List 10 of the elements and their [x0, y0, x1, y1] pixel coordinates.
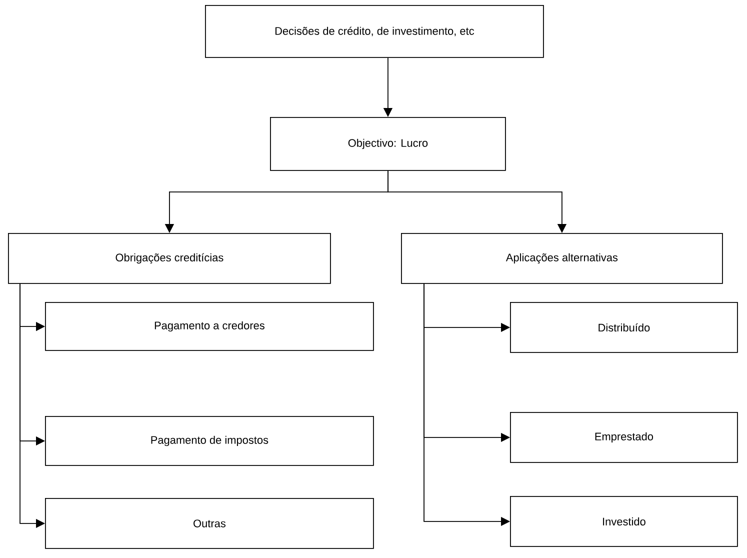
process-box: Distribuído — [510, 302, 738, 353]
process-box: Aplicações alternativas — [401, 233, 723, 284]
process-box: Pagamento de impostos — [45, 416, 374, 466]
process-box: Outras — [45, 498, 374, 549]
process-box: Obrigações creditícias — [8, 233, 331, 284]
process-box: Pagamento a credores — [45, 302, 374, 351]
process-box: Investido — [510, 496, 738, 547]
process-box: Emprestado — [510, 412, 738, 463]
process-box: Decisões de crédito, de investimento, etc — [205, 5, 544, 58]
process-box: Objectivo: Lucro — [270, 117, 506, 171]
